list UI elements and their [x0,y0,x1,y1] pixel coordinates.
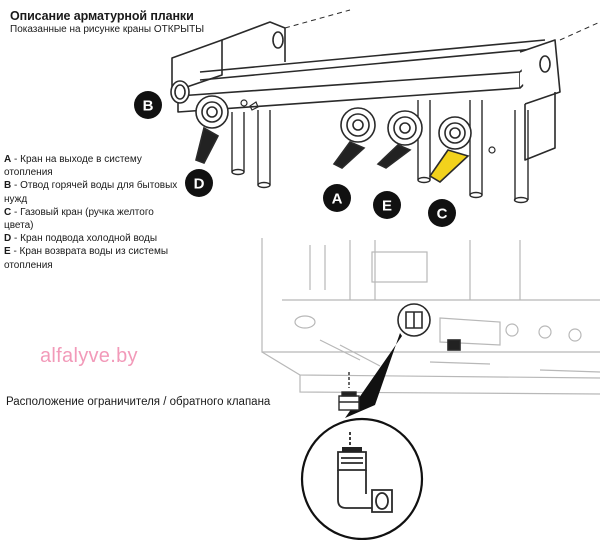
valve-d [195,95,229,164]
diagram-subtitle: Показанные на рисунке краны ОТКРЫТЫ [10,24,205,35]
boiler-bottom-drawing [261,238,600,395]
legend-item-d: D - Кран подвода холодной воды [4,233,158,245]
legend-item-b: B - Отвод горячей воды для бытовых нужд [4,180,178,205]
valve-caption: Расположение ограничителя / обратного кл… [6,396,271,408]
badge-b: B [134,91,162,119]
manifold-bracket [171,9,600,161]
svg-text:C: C [437,206,448,223]
leader-line [345,333,402,418]
svg-text:D: D [194,176,205,193]
svg-text:E: E [382,198,392,215]
legend-list: A - Кран на выходе в систему отопления B… [4,153,186,272]
legend-item-e: E - Кран возврата воды из системы отопле… [4,246,169,271]
pipes [231,100,529,204]
watermark: alfalyve.by [40,345,138,367]
valve-location-detail [397,303,461,351]
legend-item-c: C - Газовый кран (ручка желтого цвета) [4,206,154,232]
svg-text:A: A [332,191,343,208]
valve-b-fitting [170,80,190,104]
valve-e [376,110,423,169]
diagram-title: Описание арматурной планки [10,9,194,23]
magnified-detail [300,417,424,540]
badge-e: E [373,191,401,219]
valve-a [332,107,376,169]
valve-c-gas [428,116,472,183]
svg-text:B: B [143,98,154,115]
badge-c: C [428,199,456,227]
badge-d: D [185,169,213,197]
manifold-small-parts [240,99,496,154]
legend-item-a: A - Кран на выходе в систему отопления [4,154,142,179]
badge-a: A [323,184,351,212]
check-valve-part [338,372,360,411]
